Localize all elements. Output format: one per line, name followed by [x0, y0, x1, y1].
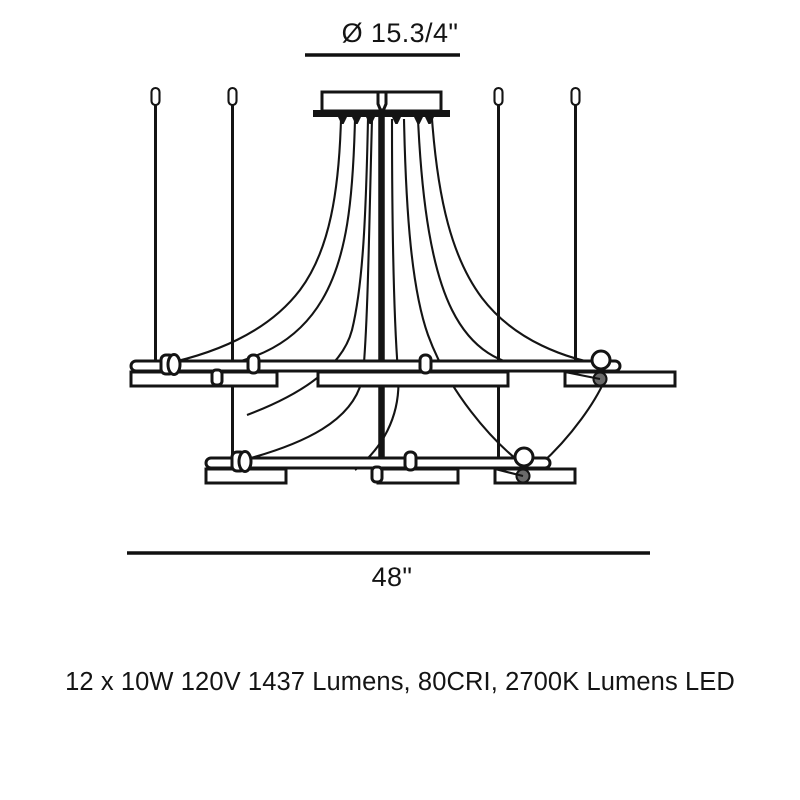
draped-cable-7 — [416, 118, 537, 370]
cable-end-cap — [150, 86, 161, 107]
draped-cable-8 — [430, 118, 613, 368]
draped-cable-4 — [231, 118, 374, 465]
draped-cable-2 — [205, 118, 357, 371]
upper-bar-rod — [129, 359, 622, 373]
upper-panel-drop-stub — [210, 368, 224, 387]
draped-cable-5 — [354, 118, 400, 471]
diameter-dimension: Ø 15.3/4" — [305, 18, 460, 57]
upper-lamp-panel-2 — [316, 370, 510, 388]
width-dimension-label: 48" — [372, 562, 413, 592]
suspension-cable-1 — [150, 86, 161, 373]
cable-end-cap — [227, 86, 238, 107]
clamp-collar — [246, 353, 261, 375]
upper-lamp-panel-3 — [563, 370, 677, 388]
upper-bar-clamp-left — [159, 353, 182, 376]
draped-cable-3 — [246, 118, 370, 416]
draped-cable-1 — [149, 118, 343, 369]
specification-caption: 12 x 10W 120V 1437 Lumens, 80CRI, 2700K … — [65, 668, 735, 696]
draped-cable-6 — [402, 118, 527, 468]
hook-loop — [590, 349, 612, 371]
canopy-cable-grommets — [338, 117, 434, 124]
canopy-center-slot — [376, 90, 388, 112]
ceiling-canopy — [313, 90, 450, 460]
width-dimension: 48" — [127, 551, 650, 592]
clamp-ring — [166, 353, 182, 376]
hook-tie — [564, 370, 601, 381]
lower-panel-drop-stub — [370, 465, 384, 484]
suspension-cable-4 — [570, 86, 581, 373]
clamp-collar — [403, 450, 418, 472]
cable-end-cap — [570, 86, 581, 107]
suspension-cable-2 — [227, 86, 238, 470]
upper-bar-clamp-mid-right — [418, 353, 433, 375]
hook-tie — [494, 467, 524, 478]
cable-end-cap — [493, 86, 504, 107]
lower-bar-clamp-mid — [403, 450, 418, 472]
suspension-cable-3 — [493, 86, 504, 470]
clamp-ring — [237, 450, 253, 473]
clamp-collar — [418, 353, 433, 375]
diameter-dimension-label: Ø 15.3/4" — [342, 18, 459, 48]
lower-bar-end-hook — [494, 446, 535, 484]
lower-light-bar — [204, 446, 577, 485]
lower-lamp-panel-3 — [493, 467, 577, 485]
suspension-cable-group — [150, 86, 581, 470]
upper-bar-end-hook — [564, 349, 612, 387]
upper-bar-clamp-mid-left — [246, 353, 261, 375]
lower-bar-clamp-left — [230, 450, 253, 473]
hook-loop — [513, 446, 535, 468]
lower-lamp-panel-2 — [376, 467, 460, 485]
upper-light-bar — [129, 349, 677, 388]
